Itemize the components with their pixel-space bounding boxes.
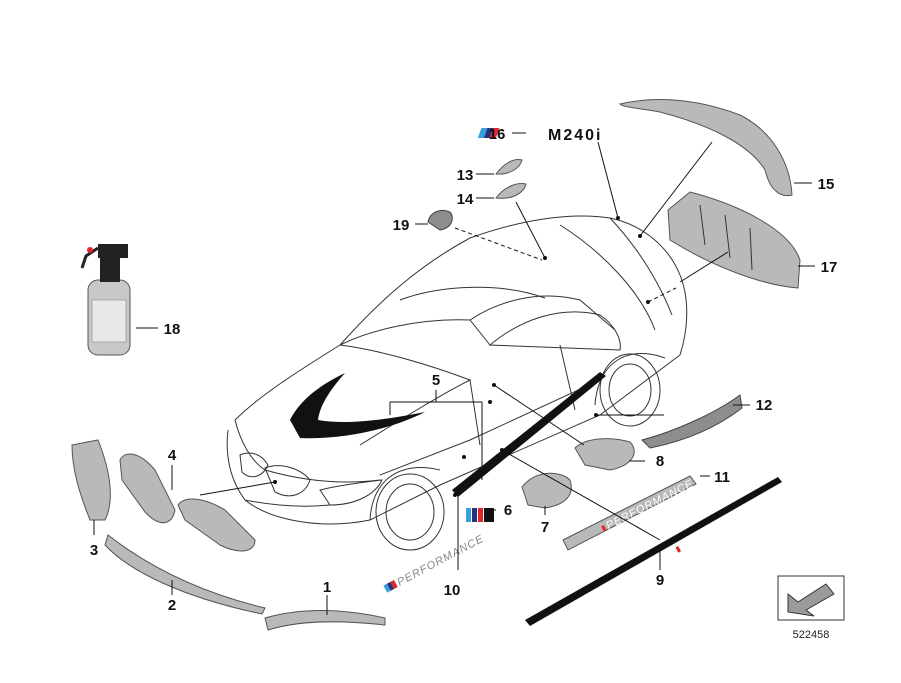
- m-badge: [466, 508, 494, 522]
- callout-3: 3: [90, 542, 98, 559]
- car-outline: [226, 215, 688, 551]
- callout-18: 18: [164, 321, 181, 338]
- side-stripe-decal: [452, 372, 606, 497]
- performance-lettering-sill: PERFORMANCE: [601, 478, 696, 533]
- callout-14: 14: [457, 191, 474, 208]
- callout-7: 7: [541, 519, 549, 536]
- performance-text-ground: PERFORMANCE: [395, 533, 486, 589]
- fin-cover-upper: [495, 159, 523, 175]
- callout-17: 17: [821, 259, 838, 276]
- spray-bottle: [80, 244, 131, 356]
- front-splitter: [104, 534, 266, 615]
- callout-11: 11: [714, 469, 730, 486]
- m240i-badge: M240i: [477, 127, 602, 144]
- callout-13: 13: [457, 167, 474, 184]
- side-skirt-decal: [525, 477, 782, 626]
- callout-1: 1: [323, 579, 331, 596]
- mirror-cap-right: [574, 438, 635, 471]
- leader-dots: [273, 216, 650, 497]
- callout-5: 5: [432, 372, 440, 389]
- m240i-badge-text: M240i: [548, 127, 602, 144]
- door-sill: [562, 475, 697, 551]
- callout-19: 19: [393, 217, 410, 234]
- view-direction-box: [777, 575, 845, 621]
- callout-15: 15: [818, 176, 835, 193]
- hood-decal: [290, 373, 425, 439]
- front-air-inlet: [71, 439, 111, 521]
- rear-diffuser: [667, 191, 801, 289]
- callout-16: 16: [489, 126, 506, 143]
- callout-2: 2: [168, 597, 176, 614]
- callout-4: 4: [168, 447, 177, 464]
- mirror-cap-left: [521, 472, 572, 509]
- callout-8: 8: [656, 453, 664, 470]
- callout-10: 10: [444, 582, 461, 599]
- kidney-grille: [119, 453, 256, 552]
- performance-lettering-skirt: PERFORMANCE: [675, 496, 769, 553]
- callout-6: 6: [504, 502, 512, 519]
- antenna-base: [427, 209, 453, 231]
- performance-lettering-ground: PERFORMANCE: [383, 533, 486, 593]
- rear-side-element: [641, 394, 743, 449]
- view-direction-arrow-icon: [787, 583, 835, 617]
- front-lip: [264, 610, 386, 631]
- callout-9: 9: [656, 572, 664, 589]
- reference-number: 522458: [793, 629, 830, 641]
- leader-lines: [93, 132, 815, 615]
- performance-text-skirt: PERFORMANCE: [678, 496, 768, 553]
- performance-text-sill: PERFORMANCE: [604, 478, 695, 533]
- rear-spoiler: [618, 99, 793, 197]
- fin-cover-lower: [495, 183, 527, 199]
- callout-12: 12: [756, 397, 773, 414]
